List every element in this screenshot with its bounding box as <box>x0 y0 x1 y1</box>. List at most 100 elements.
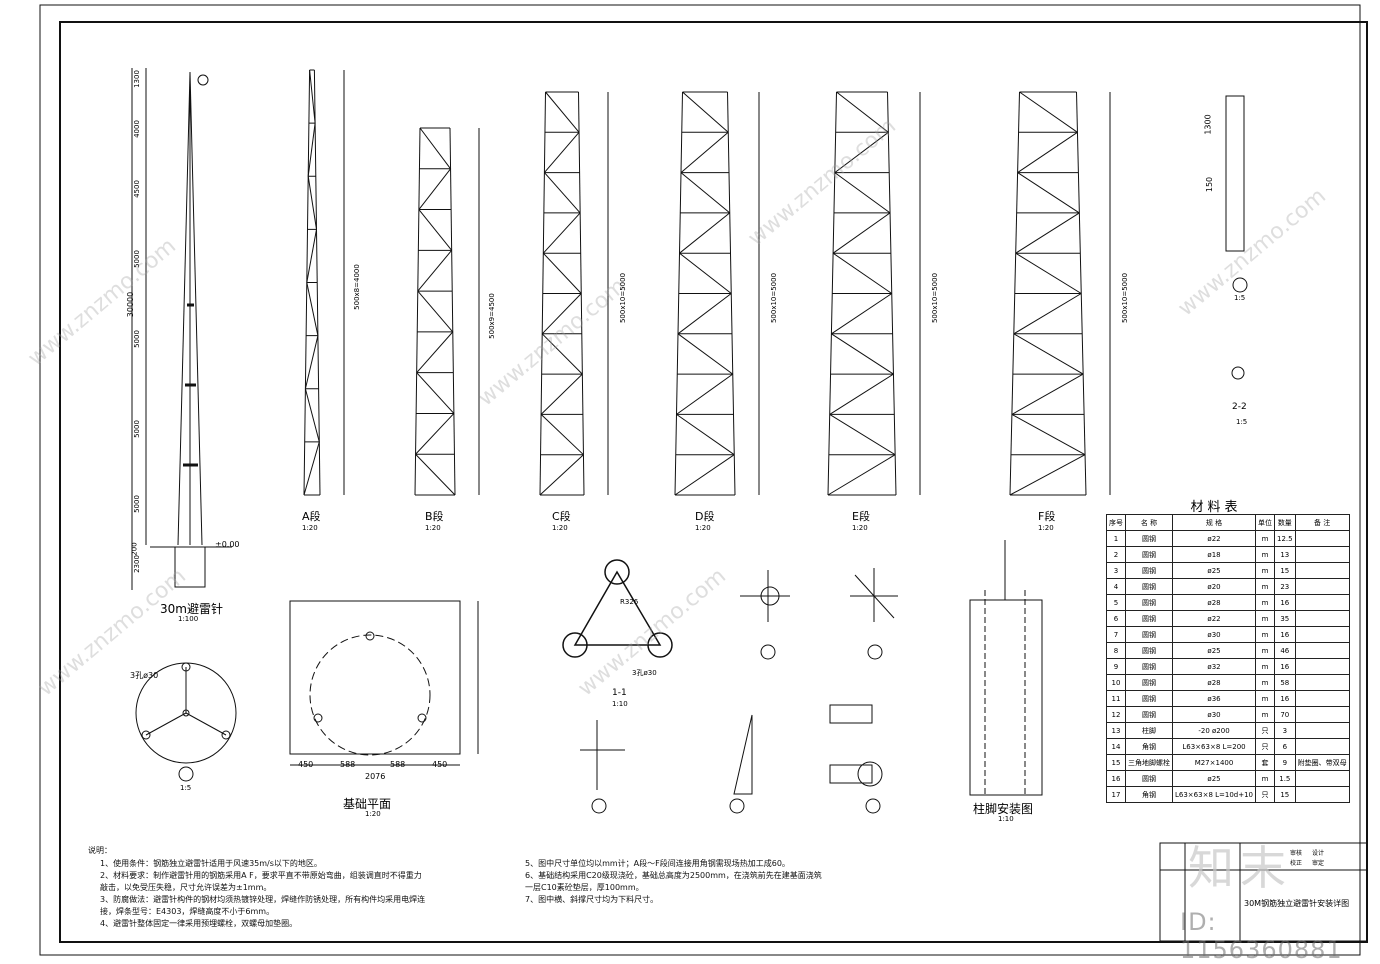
table-cell: 16 <box>1274 690 1296 707</box>
table-cell: 58 <box>1274 674 1296 691</box>
table-cell: 13 <box>1106 722 1126 739</box>
truss-member <box>304 335 319 389</box>
table-cell: 圆钢 <box>1125 770 1173 787</box>
table-cell: 16 <box>1274 658 1296 675</box>
table-cell <box>1294 594 1350 611</box>
elevation-dim: 5000 <box>132 250 141 268</box>
truss-segment <box>414 127 480 496</box>
table-cell: ø25 <box>1171 642 1257 659</box>
id-watermark: ID: 1156360881 <box>1180 908 1343 964</box>
truss-member <box>679 252 732 294</box>
truss-member <box>419 127 451 170</box>
table-cell: 圆钢 <box>1125 594 1173 611</box>
table-cell: 70 <box>1274 706 1296 723</box>
table-cell: 附垫圈、带双母 <box>1294 754 1350 771</box>
table-cell: 柱脚 <box>1125 722 1173 739</box>
truss-segment <box>674 91 760 496</box>
notes-heading: 说明： <box>88 846 112 855</box>
truss-member <box>832 212 891 254</box>
truss-member <box>544 131 580 173</box>
truss-member <box>680 131 729 173</box>
table-cell: 圆钢 <box>1125 578 1173 595</box>
segment-label: D段 <box>695 510 715 523</box>
table-cell: 只 <box>1255 722 1276 739</box>
table-cell: 3 <box>1106 562 1126 579</box>
foundation-title: 基础平面 <box>343 797 392 811</box>
table-cell: ø30 <box>1171 626 1257 643</box>
truss-member <box>676 413 735 456</box>
segment-label: B段 <box>425 510 444 523</box>
table-cell: 16 <box>1274 594 1296 611</box>
truss-member <box>831 333 894 375</box>
table-cell: 圆钢 <box>1125 706 1173 723</box>
materials-header: 规 格 <box>1171 514 1257 531</box>
table-cell: m <box>1255 770 1276 787</box>
table-cell: 23 <box>1274 578 1296 595</box>
detail-5 <box>135 662 237 782</box>
foundation-scale: 1:20 <box>365 810 381 818</box>
foundation-plan <box>289 600 479 766</box>
table-cell: 12.5 <box>1274 530 1296 547</box>
table-cell: 圆钢 <box>1125 610 1173 627</box>
small-details <box>580 95 1248 814</box>
truss-member <box>418 168 451 210</box>
truss-member <box>540 414 584 456</box>
section11-radius: R326 <box>620 598 639 606</box>
truss-member <box>1009 454 1086 496</box>
materials-header: 名 称 <box>1125 514 1173 531</box>
table-cell: 17 <box>1106 786 1126 803</box>
truss-member <box>416 331 454 373</box>
table-cell: ø28 <box>1171 674 1257 691</box>
truss-member <box>541 333 583 375</box>
table-cell: 圆钢 <box>1125 562 1173 579</box>
truss-member <box>541 293 582 335</box>
table-cell <box>1294 562 1350 579</box>
elevation-scale: 1:100 <box>178 615 199 623</box>
segment-label: C段 <box>552 510 571 523</box>
table-cell: ø25 <box>1171 562 1257 579</box>
truss-member <box>677 293 732 335</box>
table-cell: 2 <box>1106 546 1126 563</box>
truss-member <box>834 172 891 214</box>
elevation-view <box>131 68 232 590</box>
table-cell <box>1294 578 1350 595</box>
inner-frame <box>59 21 1368 943</box>
foundation-dim: 450 <box>432 760 448 769</box>
truss-segments <box>303 69 1111 496</box>
table-cell <box>1294 610 1350 627</box>
table-cell: m <box>1255 642 1276 659</box>
table-cell: 16 <box>1274 626 1296 643</box>
segment-label: F段 <box>1038 510 1056 523</box>
foundation-dim: 588 <box>340 760 356 769</box>
segment-label: E段 <box>852 510 870 523</box>
truss-member <box>415 413 455 455</box>
table-cell: m <box>1255 530 1276 547</box>
table-cell: 圆钢 <box>1125 546 1173 563</box>
table-cell: 圆钢 <box>1125 690 1173 707</box>
truss-segment <box>1009 91 1111 496</box>
table-cell: 11 <box>1106 690 1126 707</box>
truss-member <box>834 131 889 173</box>
table-cell: ø28 <box>1171 594 1257 611</box>
segment-dimension: 500x9=4500 <box>487 292 496 339</box>
table-cell: 35 <box>1274 610 1296 627</box>
table-cell: 7 <box>1106 626 1126 643</box>
foundation-dim: 588 <box>390 760 406 769</box>
top-dim: 1300 <box>1203 114 1213 135</box>
truss-member <box>829 413 896 456</box>
truss-member <box>832 252 893 294</box>
brand-logo: 知末 <box>1188 841 1292 895</box>
truss-member <box>418 209 453 251</box>
elevation-dim: 4000 <box>132 120 141 138</box>
table-cell <box>1294 674 1350 691</box>
outer-frame <box>39 4 1361 956</box>
elevation-title: 30m避雷针 <box>160 602 223 616</box>
